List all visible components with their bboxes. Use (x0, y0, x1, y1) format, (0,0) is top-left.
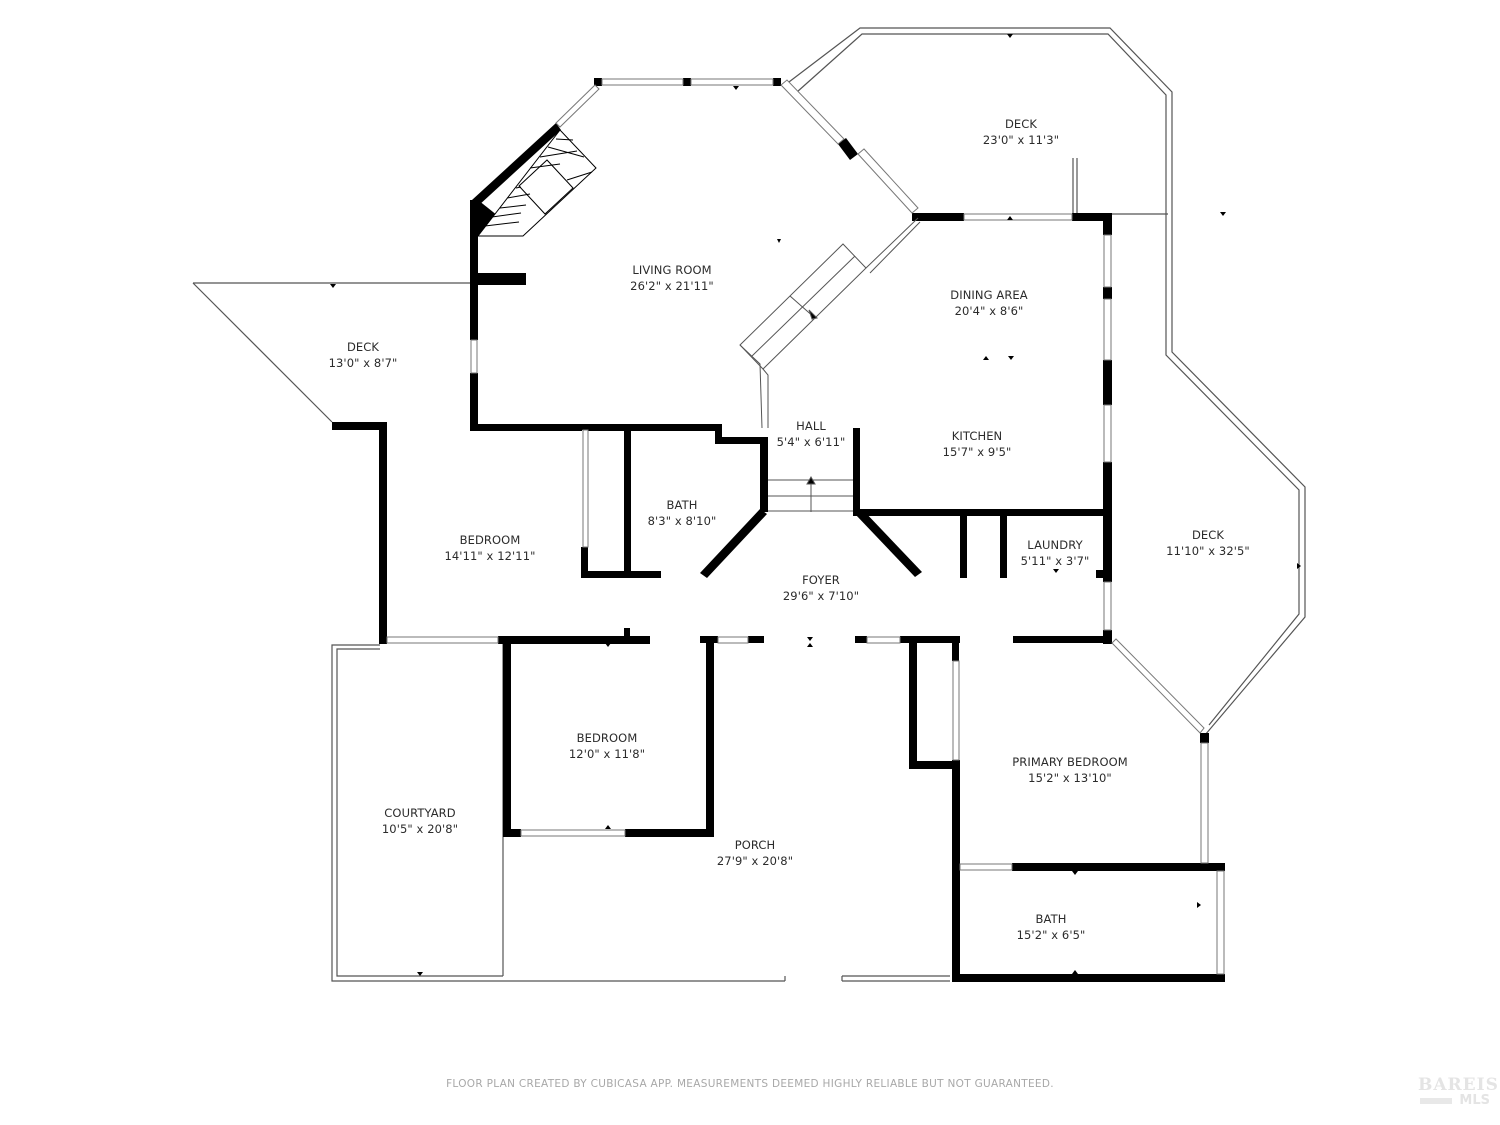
room-name: DECK (1191, 528, 1225, 542)
room-label-living-room: LIVING ROOM 26'2" x 21'11" (630, 262, 714, 294)
room-dimensions: 26'2" x 21'11" (630, 279, 714, 293)
room-name: FOYER (802, 573, 840, 587)
logo-top-text: BAREIS (1418, 1075, 1499, 1095)
measurement-ticks (330, 34, 1301, 976)
room-dimensions: 20'4" x 8'6" (954, 304, 1024, 318)
room-label-bath-1: BATH 8'3" x 8'10" (648, 497, 717, 529)
room-label-foyer: FOYER 29'6" x 7'10" (783, 572, 859, 604)
room-label-bath-2: BATH 15'2" x 6'5" (1017, 911, 1086, 943)
room-dimensions: 10'5" x 20'8" (381, 822, 459, 836)
room-label-deck-east: DECK 11'10" x 32'5" (1166, 527, 1250, 559)
room-name: DECK (346, 340, 380, 354)
room-label-bedroom-2: BEDROOM 12'0" x 11'8" (569, 730, 645, 762)
room-dimensions: 29'6" x 7'10" (782, 589, 860, 603)
room-name: PORCH (734, 838, 776, 852)
room-dimensions: 15'2" x 6'5" (1016, 928, 1086, 942)
room-label-courtyard: COURTYARD 10'5" x 20'8" (382, 805, 458, 837)
room-label-dining-area: DINING AREA 20'4" x 8'6" (950, 287, 1028, 319)
room-dimensions: 11'10" x 32'5" (1166, 544, 1250, 558)
room-label-deck-north: DECK 23'0" x 11'3" (983, 116, 1059, 148)
room-label-porch: PORCH 27'9" x 20'8" (717, 837, 793, 869)
hall-steps (768, 475, 853, 512)
room-dimensions: 15'2" x 13'10" (1028, 771, 1112, 785)
room-dimensions: 15'7" x 9'5" (942, 445, 1012, 459)
room-name: COURTYARD (384, 806, 456, 820)
room-label-primary-bedroom: PRIMARY BEDROOM 15'2" x 13'10" (1012, 754, 1128, 786)
room-name: BEDROOM (576, 731, 638, 745)
room-dimensions: 5'4" x 6'11" (776, 435, 846, 449)
room-label-kitchen: KITCHEN 15'7" x 9'5" (943, 428, 1012, 460)
room-dimensions: 27'9" x 20'8" (716, 854, 794, 868)
room-name: KITCHEN (951, 429, 1003, 443)
windows (386, 78, 1225, 975)
room-label-deck-west: DECK 13'0" x 8'7" (329, 339, 398, 371)
room-label-hall: HALL 5'4" x 6'11" (777, 418, 846, 450)
room-name: BATH (666, 498, 698, 512)
room-name: LIVING ROOM (632, 263, 712, 277)
room-name: HALL (796, 419, 826, 433)
room-name: LAUNDRY (1027, 538, 1083, 552)
outdoor-outlines (192, 27, 1306, 982)
logo-bottom-text: MLS (1459, 1093, 1490, 1108)
room-label-laundry: LAUNDRY 5'11" x 3'7" (1021, 537, 1090, 569)
bareis-mls-logo: BAREIS MLS (1418, 1075, 1499, 1114)
room-name: DECK (1004, 117, 1038, 131)
room-dimensions: 23'0" x 11'3" (982, 133, 1060, 147)
stairs-diagonal (739, 217, 921, 429)
room-name: BATH (1035, 912, 1067, 926)
footer-disclaimer: FLOOR PLAN CREATED BY CUBICASA APP. MEAS… (446, 1078, 1054, 1090)
room-dimensions: 14'11" x 12'11" (444, 549, 536, 563)
room-name: PRIMARY BEDROOM (1012, 755, 1128, 769)
room-label-bedroom-1: BEDROOM 14'11" x 12'11" (444, 532, 535, 564)
room-dimensions: 8'3" x 8'10" (647, 514, 717, 528)
room-dimensions: 12'0" x 11'8" (568, 747, 646, 761)
room-dimensions: 13'0" x 8'7" (328, 356, 398, 370)
room-name: DINING AREA (950, 288, 1028, 302)
fireplace (476, 129, 597, 237)
logo-bar (1420, 1098, 1452, 1104)
room-name: BEDROOM (459, 533, 521, 547)
room-dimensions: 5'11" x 3'7" (1020, 554, 1090, 568)
